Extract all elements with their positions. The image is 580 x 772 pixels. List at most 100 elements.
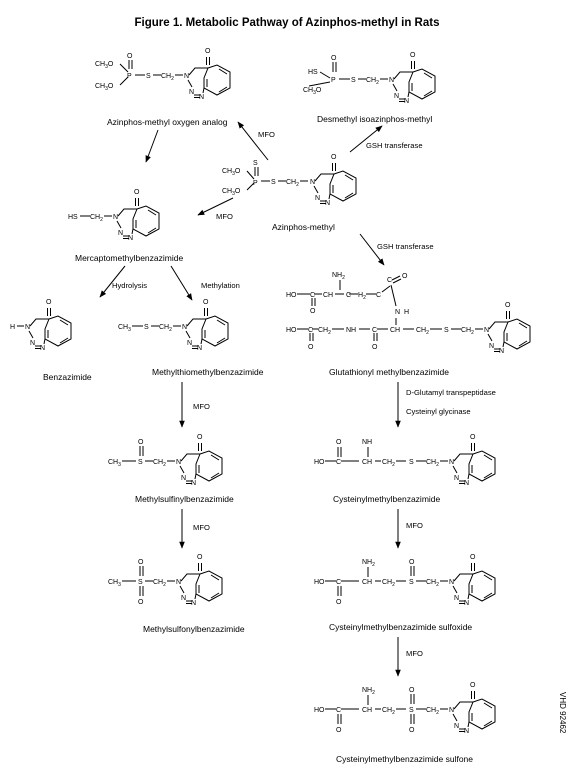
arrow-mercapto-to-methylthio — [170, 265, 193, 301]
svg-text:HO: HO — [314, 459, 325, 466]
svg-text:CH: CH — [390, 327, 400, 334]
svg-text:CH2: CH2 — [426, 707, 439, 716]
svg-text:S: S — [409, 707, 414, 714]
svg-text:CH3: CH3 — [118, 324, 131, 333]
enzyme-mfo-6: MFO — [406, 649, 423, 658]
svg-text:HO: HO — [286, 292, 297, 299]
svg-text:CH2: CH2 — [153, 579, 166, 588]
structure-methylthio: CH3 S CH2 — [118, 298, 229, 353]
structure-azinphos-methyl: CH3O CH3O P S S CH2 — [222, 153, 357, 208]
process-methylation: Methylation — [201, 281, 240, 290]
label-benzazimide: Benzazimide — [43, 372, 92, 382]
arrow-azinphos-to-oxygen-analog — [237, 121, 269, 161]
svg-text:HO: HO — [314, 579, 325, 586]
structure-mercapto: HS CH2 — [68, 188, 160, 243]
arrow-azinphos-to-desmethyl — [349, 125, 383, 153]
enzyme-mfo-5: MFO — [406, 521, 423, 530]
label-mercapto: Mercaptomethylbenzazimide — [75, 253, 183, 263]
svg-text:CH: CH — [362, 459, 372, 466]
svg-text:CH: CH — [362, 579, 372, 586]
figure-title: Figure 1. Metabolic Pathway of Azinphos-… — [134, 17, 439, 29]
svg-text:HS: HS — [308, 69, 318, 76]
svg-text:S: S — [253, 160, 258, 167]
svg-text:H: H — [404, 309, 409, 316]
svg-text:NH2: NH2 — [332, 272, 345, 281]
svg-text:CH2: CH2 — [382, 707, 395, 716]
label-glutathionyl: Glutathionyl methylbenzazimide — [329, 367, 449, 377]
svg-text:CH2: CH2 — [416, 327, 429, 336]
svg-text:CH3O: CH3O — [303, 87, 322, 96]
svg-text:CH3O: CH3O — [222, 168, 241, 177]
svg-text:O: O — [138, 559, 144, 566]
arrow-oxygen-analog-to-mercapto — [145, 129, 159, 163]
svg-text:C: C — [336, 707, 341, 714]
svg-text:CH3O: CH3O — [95, 83, 114, 92]
svg-text:CH3O: CH3O — [222, 188, 241, 197]
svg-text:S: S — [351, 77, 356, 84]
svg-text:S: S — [409, 579, 414, 586]
label-cys-sulfoxide: Cysteinylmethylbenzazimide sulfoxide — [329, 622, 472, 632]
svg-text:CH2: CH2 — [318, 327, 331, 336]
svg-text:O: O — [310, 308, 316, 315]
svg-text:S: S — [409, 459, 414, 466]
svg-text:S: S — [444, 327, 449, 334]
svg-text:S: S — [138, 459, 143, 466]
svg-text:HS: HS — [68, 214, 78, 221]
label-methylsulfinyl: Methylsulfinylbenzazimide — [135, 494, 234, 504]
svg-text:CH: CH — [323, 292, 333, 299]
enzyme-glycinase: Cysteinyl glycinase — [406, 407, 471, 416]
svg-text:CH3: CH3 — [108, 579, 121, 588]
svg-text:NH: NH — [346, 327, 356, 334]
svg-text:O: O — [409, 727, 415, 734]
svg-text:O: O — [138, 599, 144, 606]
structure-glutathionyl: NH2 HO C O CH C H2 C C O N H HO C O CH2 … — [286, 272, 531, 356]
svg-text:O: O — [409, 559, 415, 566]
arrow-azinphos-to-mercapto — [197, 197, 234, 216]
structure-cys-sulfoxide: NH2 HO C O CH CH2 S O CH2 — [314, 553, 496, 608]
svg-text:NH: NH — [362, 439, 372, 446]
svg-text:CH2: CH2 — [426, 459, 439, 468]
svg-text:CH2: CH2 — [90, 214, 103, 223]
label-azinphos-methyl: Azinphos-methyl — [272, 222, 335, 232]
process-hydrolysis: Hydrolysis — [112, 281, 147, 290]
svg-text:H2: H2 — [358, 292, 366, 301]
svg-text:CH2: CH2 — [382, 579, 395, 588]
enzyme-gsh-1: GSH transferase — [366, 141, 423, 150]
enzyme-mfo-1: MFO — [258, 130, 275, 139]
svg-text:CH2: CH2 — [366, 77, 379, 86]
svg-text:CH2: CH2 — [286, 179, 299, 188]
svg-text:P: P — [253, 180, 258, 187]
svg-text:O: O — [127, 53, 133, 60]
svg-text:O: O — [336, 599, 342, 606]
svg-text:O: O — [331, 55, 337, 62]
structure-desmethyl: HS CH3O P O S CH2 — [303, 51, 436, 106]
svg-text:CH2: CH2 — [426, 579, 439, 588]
svg-text:P: P — [127, 73, 132, 80]
structure-benzazimide: H — [10, 298, 72, 353]
svg-text:C: C — [336, 579, 341, 586]
structure-methylsulfinyl: CH3 S O CH2 — [108, 433, 223, 488]
svg-text:S: S — [271, 179, 276, 186]
svg-text:CH3: CH3 — [108, 459, 121, 468]
label-cysteinyl: Cysteinylmethylbenzazimide — [333, 494, 441, 504]
svg-text:CH2: CH2 — [153, 459, 166, 468]
svg-text:C: C — [346, 292, 351, 299]
enzyme-mfo-3: MFO — [193, 402, 210, 411]
svg-text:C: C — [372, 327, 377, 334]
label-methylthio: Methylthiomethylbenzazimide — [152, 367, 264, 377]
enzyme-glutamyl: D-Glutamyl transpeptidase — [406, 388, 496, 397]
svg-text:CH3O: CH3O — [95, 61, 114, 70]
svg-text:CH2: CH2 — [161, 73, 174, 82]
label-desmethyl: Desmethyl isoazinphos-methyl — [317, 114, 432, 124]
svg-text:C: C — [308, 327, 313, 334]
label-methylsulfonyl: Methylsulfonylbenzazimide — [143, 624, 245, 634]
svg-text:O: O — [308, 344, 314, 351]
label-cys-sulfone: Cysteinylmethylbenzazimide sulfone — [336, 754, 473, 764]
svg-text:CH: CH — [362, 707, 372, 714]
svg-text:N: N — [395, 309, 400, 316]
svg-text:HO: HO — [286, 327, 297, 334]
svg-text:C: C — [310, 292, 315, 299]
svg-text:NH2: NH2 — [362, 687, 375, 696]
svg-text:O: O — [336, 439, 342, 446]
